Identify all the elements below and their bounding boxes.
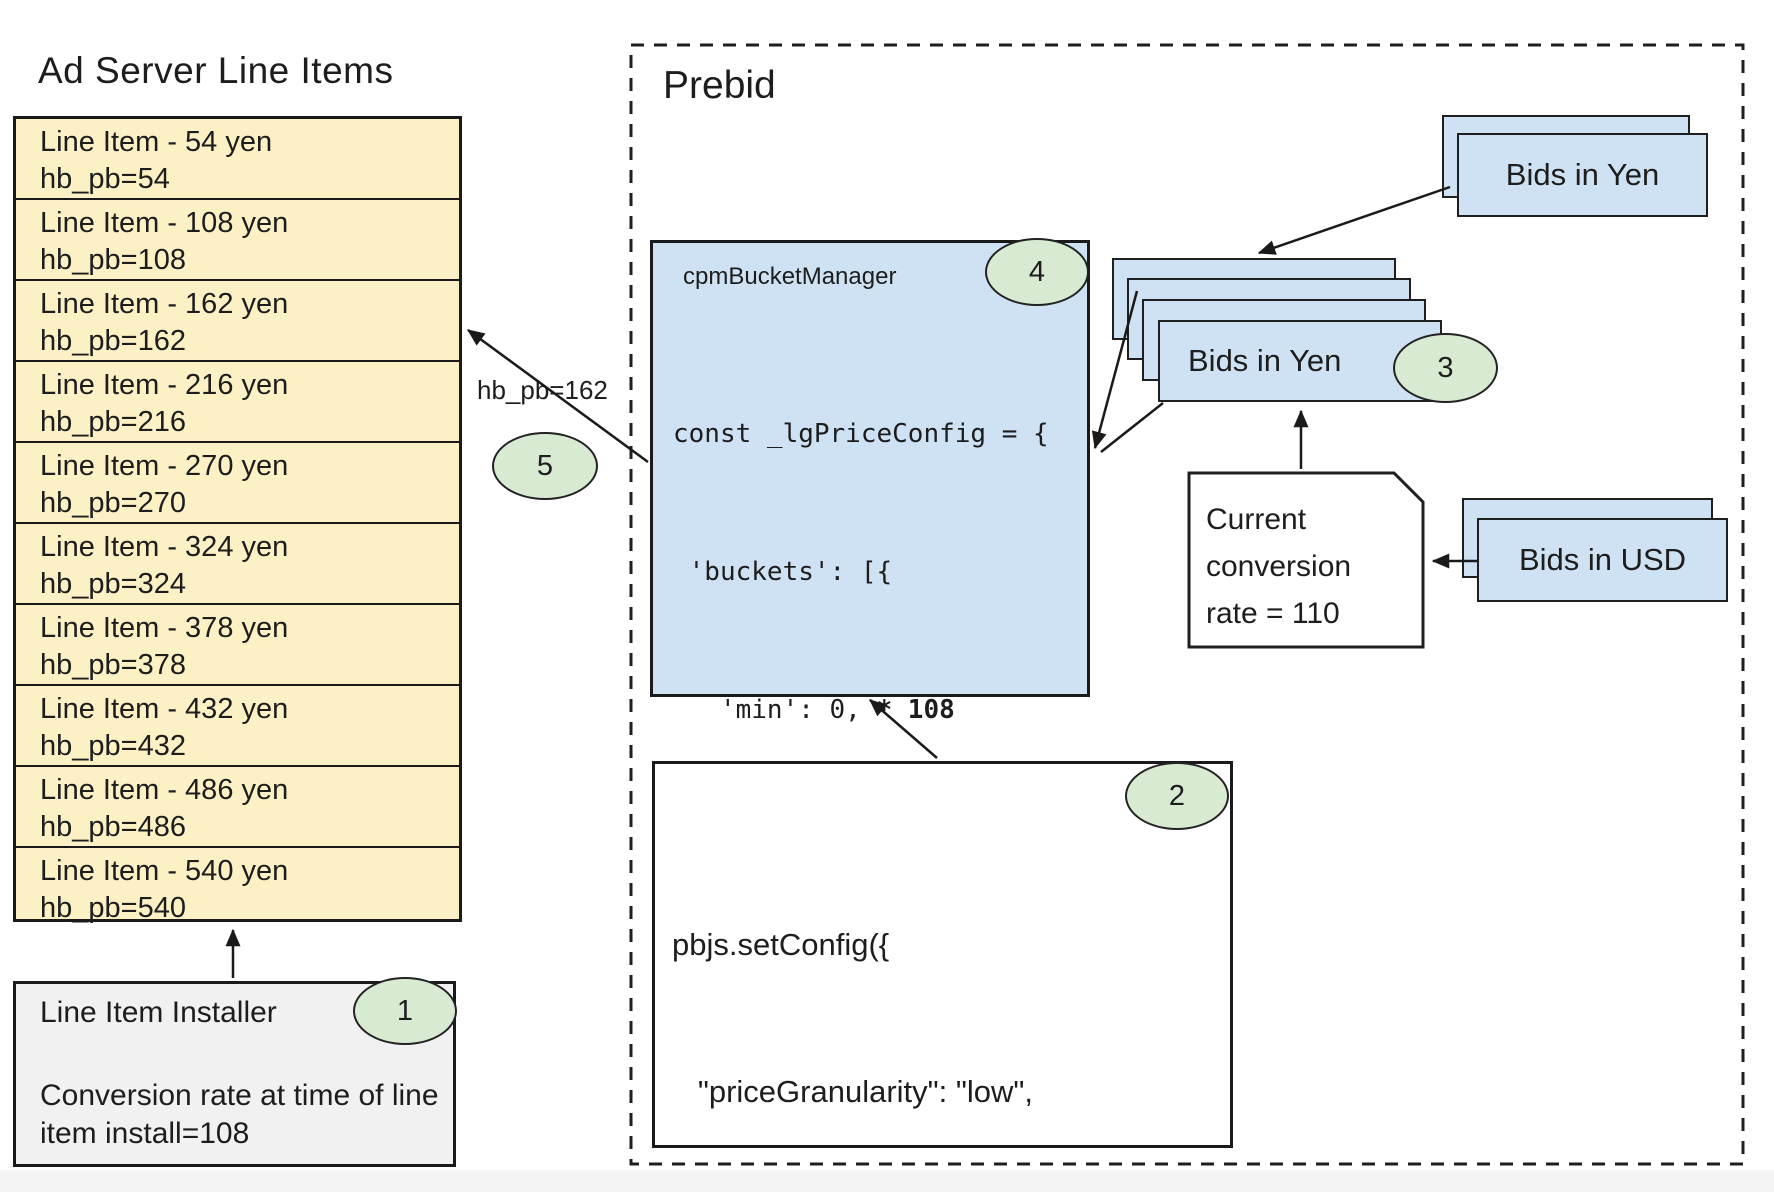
step-badge-2: 2 (1125, 762, 1229, 830)
step-badge-1: 1 (353, 977, 457, 1045)
line-item-key: hb_pb=486 (40, 811, 186, 843)
line-item-row: Line Item - 432 yen hb_pb=432 (16, 686, 459, 767)
hb-pb-edge-label: hb_pb=162 (477, 375, 608, 405)
line-item-label: Line Item - 540 yen (40, 855, 289, 887)
line-item-row: Line Item - 54 yen hb_pb=54 (16, 119, 459, 200)
line-item-label: Line Item - 54 yen (40, 126, 273, 158)
step-badge-3: 3 (1393, 333, 1498, 403)
line-item-row: Line Item - 540 yen hb_pb=540 (16, 848, 459, 927)
line-item-key: hb_pb=378 (40, 649, 186, 681)
line-item-row: Line Item - 486 yen hb_pb=486 (16, 767, 459, 848)
step-badge-4: 4 (985, 238, 1089, 306)
line-item-label: Line Item - 378 yen (40, 612, 289, 644)
cpm-bucket-manager-title: cpmBucketManager (683, 263, 897, 290)
line-item-label: Line Item - 108 yen (40, 207, 289, 239)
prebid-title: Prebid (663, 64, 776, 107)
line-item-label: Line Item - 486 yen (40, 774, 289, 806)
set-config-code: pbjs.setConfig({ "priceGranularity": "lo… (672, 927, 1034, 1109)
line-item-row: Line Item - 378 yen hb_pb=378 (16, 605, 459, 686)
line-item-label: Line Item - 216 yen (40, 369, 289, 401)
bids-in-usd-label: Bids in USD (1518, 542, 1687, 577)
line-item-key: hb_pb=432 (40, 730, 186, 762)
ad-server-title: Ad Server Line Items (38, 50, 394, 91)
line-item-label: Line Item - 324 yen (40, 531, 289, 563)
line-stack-to-cpm (1100, 402, 1164, 453)
arrow-yen-top-to-stack (1257, 185, 1451, 255)
line-item-key: hb_pb=54 (40, 163, 170, 195)
line-item-label: Line Item - 270 yen (40, 450, 289, 482)
step-badge-5: 5 (492, 432, 598, 500)
bids-in-yen-top-card: Bids in Yen (1457, 133, 1708, 217)
bids-in-yen-top-label: Bids in Yen (1505, 157, 1660, 192)
installer-title: Line Item Installer (40, 996, 277, 1029)
installer-note: Conversion rate at time of line item ins… (40, 1079, 439, 1150)
line-item-key: hb_pb=108 (40, 244, 186, 276)
conversion-rate-note: Current conversion rate = 110 (1206, 503, 1352, 630)
line-item-label: Line Item - 162 yen (40, 288, 289, 320)
line-item-row: Line Item - 108 yen hb_pb=108 (16, 200, 459, 281)
line-item-table: Line Item - 54 yen hb_pb=54 Line Item - … (13, 116, 462, 924)
bottom-strip (0, 1170, 1774, 1192)
line-item-key: hb_pb=162 (40, 325, 186, 357)
line-item-row: Line Item - 324 yen hb_pb=324 (16, 524, 459, 605)
line-item-row: Line Item - 270 yen hb_pb=270 (16, 443, 459, 524)
line-item-key: hb_pb=324 (40, 568, 186, 600)
line-item-label: Line Item - 432 yen (40, 693, 289, 725)
line-item-row: Line Item - 162 yen hb_pb=162 (16, 281, 459, 362)
line-item-row: Line Item - 216 yen hb_pb=216 (16, 362, 459, 443)
line-item-key: hb_pb=216 (40, 406, 186, 438)
bids-in-usd-card: Bids in USD (1477, 518, 1728, 602)
line-item-key: hb_pb=540 (40, 892, 186, 924)
cpm-bucket-manager-box: cpmBucketManager const _lgPriceConfig = … (650, 240, 1090, 1139)
line-item-key: hb_pb=270 (40, 487, 186, 519)
line-item-installer-box: Line Item Installer Conversion rate at t… (13, 981, 456, 1167)
